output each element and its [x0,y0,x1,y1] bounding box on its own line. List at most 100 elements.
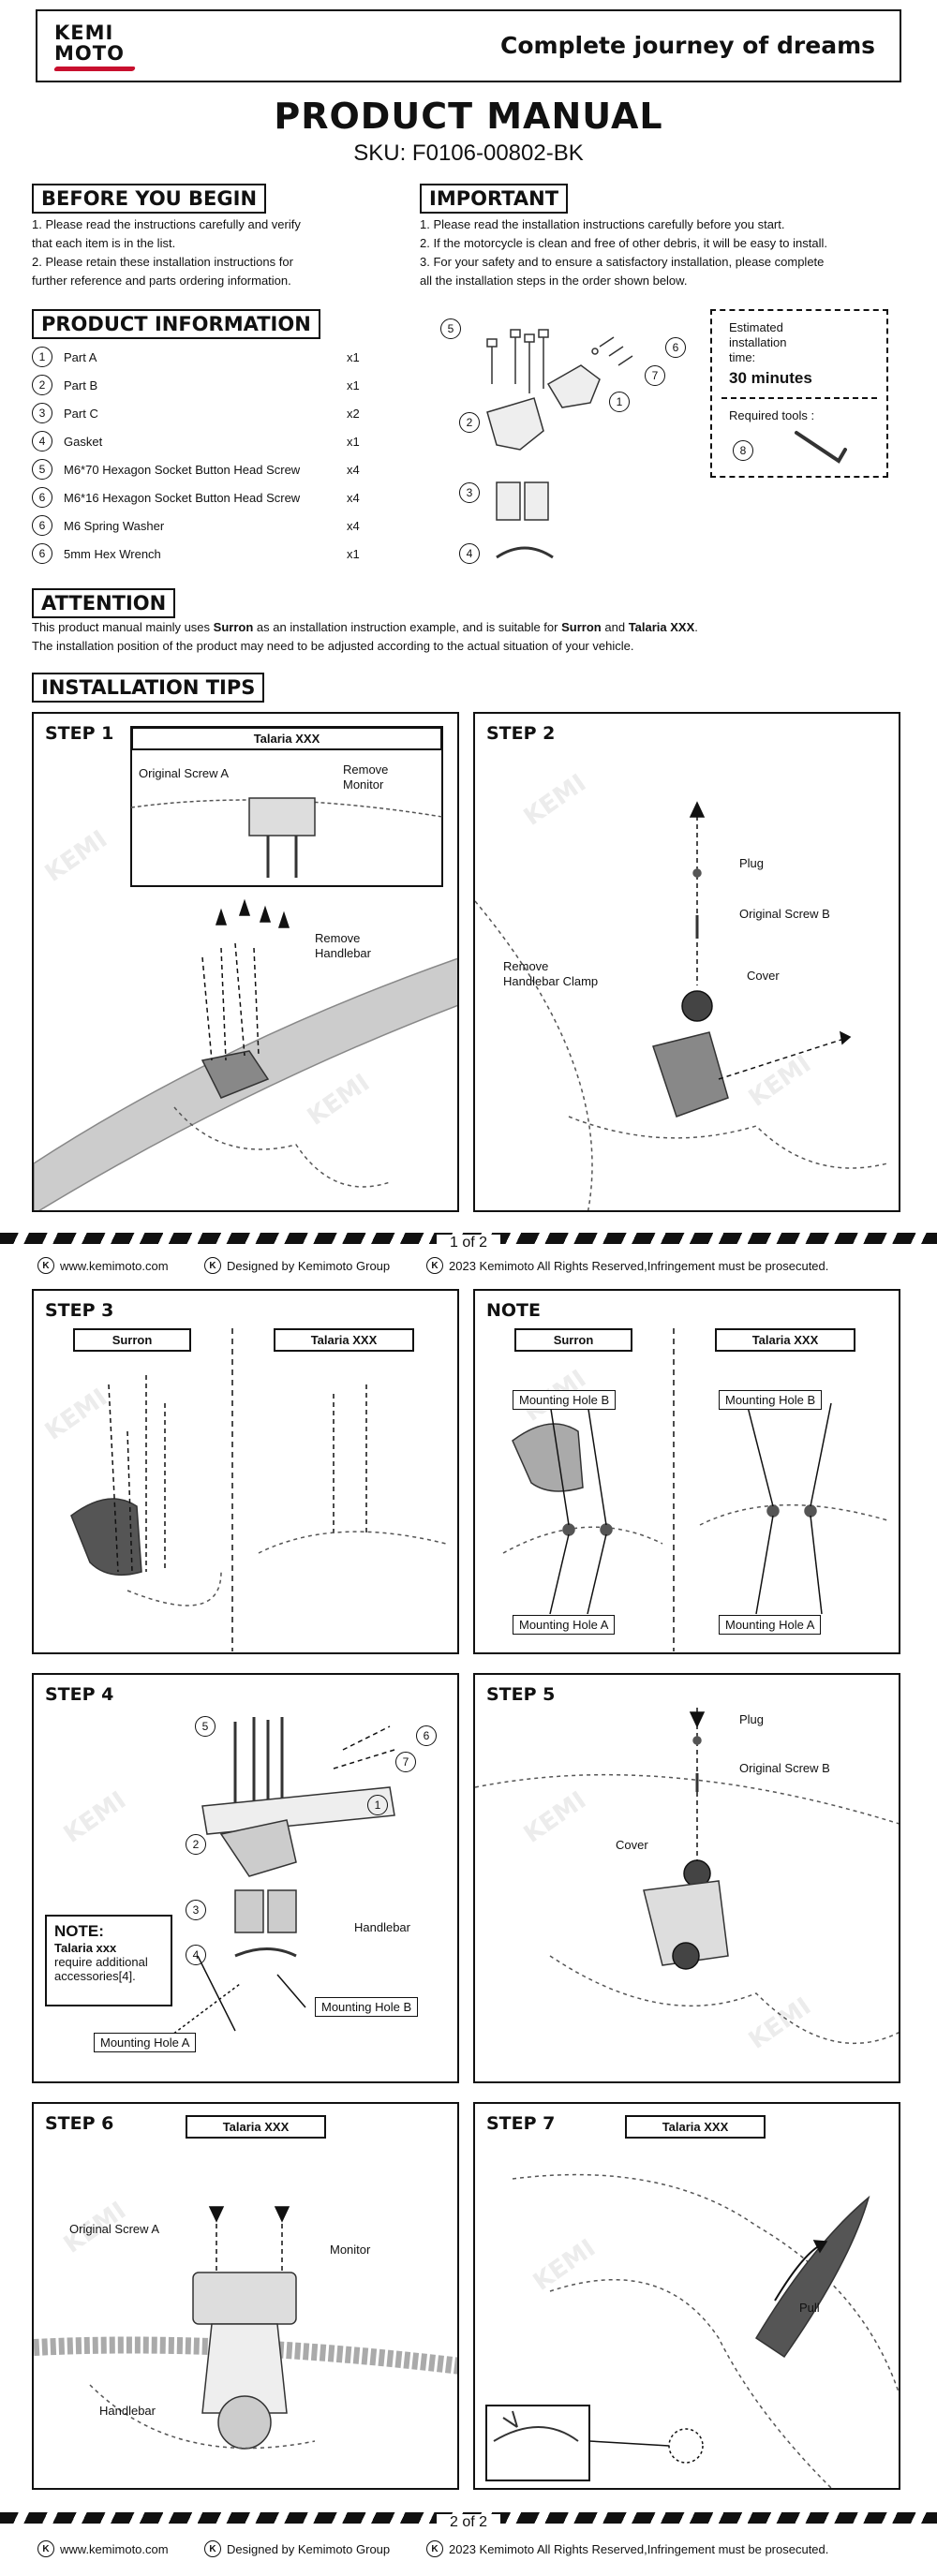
part-number: 1 [32,347,52,367]
before-line: that each item is in the list. [32,236,176,250]
before-line: 2. Please retain these installation inst… [32,255,293,269]
part-name: Part B [64,378,98,392]
parts-exploded-diagram: 5 6 7 1 2 3 4 [431,309,703,581]
footer-web-text: www.kemimoto.com [60,2541,169,2556]
kemimoto-k-icon: K [204,1257,221,1274]
page-number-1-wrap: 1 of 2 [0,1235,937,1251]
label-line: Handlebar Clamp [503,974,599,988]
step-4-note-box: NOTE: Talaria xxx require additional acc… [45,1915,172,2006]
step-6-tag: Talaria XXX [186,2115,326,2139]
part-number: 6 [32,515,52,536]
footer-designed: K Designed by Kemimoto Group [204,1257,390,1274]
estimate-line: time: [729,350,756,364]
list-item: 3 Part C x2 [32,399,369,427]
part-qty: x4 [347,462,360,477]
small-screws-illustration [591,336,633,366]
callout-5: 5 [440,318,461,339]
svg-text:KEMI: KEMI [59,1786,131,1849]
note-title: NOTE [486,1300,541,1321]
step-3-tag-talaria: Talaria XXX [274,1328,414,1352]
step-4-callout-5: 5 [195,1716,216,1737]
step-4-callout-6: 6 [416,1725,437,1746]
step-7-panel: KEMI STEP 7 Talaria XXX Pull [473,2102,900,2490]
attention-part: and [604,620,626,634]
svg-text:KEMI: KEMI [303,1069,375,1132]
step-4-hole-b: Mounting Hole B [315,1997,419,2017]
before-line: further reference and parts ordering inf… [32,274,291,288]
step-5-panel: KEMI KEMI STEP 5 Plug Original Screw B C… [473,1673,900,2083]
step-7-tag: Talaria XXX [625,2115,766,2139]
step-2-screw-label: Original Screw B [739,907,830,921]
part-name: M6 Spring Washer [64,518,165,533]
step-4-hole-a: Mounting Hole A [94,2033,197,2052]
attention-line-2: The installation position of the product… [32,639,634,653]
callout-4: 4 [459,543,480,564]
before-text: 1. Please read the instructions carefull… [32,215,301,290]
estimate-label: Estimated installation time: [729,320,786,365]
attention-bold: Surron [213,620,254,634]
part-qty: x1 [347,434,360,449]
part-number: 3 [32,403,52,423]
step-1-screw-label: Original Screw A [139,766,230,780]
label-line: Remove [503,959,549,973]
part-qty: x1 [347,349,360,364]
callout-3: 3 [459,482,480,503]
note-surron-hole-b: Mounting Hole B [513,1390,617,1410]
step-2-title: STEP 2 [486,723,556,744]
attention-text: This product manual mainly uses Surron a… [32,618,913,656]
part-qty: x2 [347,406,360,421]
kemimoto-k-icon: K [37,1257,54,1274]
callout-1: 1 [609,392,630,412]
svg-text:KEMI: KEMI [40,1384,112,1446]
attention-part: . [694,620,698,634]
step-6-illustration: KEMI [34,2197,457,2450]
step-6-screw-label: Original Screw A [69,2222,160,2236]
footer-web-text: www.kemimoto.com [60,1258,169,1273]
attention-line-1: This product manual mainly uses Surron a… [32,618,913,637]
important-text: 1. Please read the installation instruct… [420,215,827,290]
part-qty: x4 [347,518,360,533]
attention-bold: Surron [561,620,602,634]
step-4-callout-3: 3 [186,1900,206,1920]
note-talaria-hole-b: Mounting Hole B [719,1390,823,1410]
footer-designed: K Designed by Kemimoto Group [204,2540,390,2557]
important-line: 2. If the motorcycle is clean and free o… [420,236,827,250]
part-name: M6*70 Hexagon Socket Button Head Screw [64,462,301,477]
callout-6: 6 [665,337,686,358]
step-4-illustration: KEMI [59,1717,395,2041]
step-4-callout-2: 2 [186,1834,206,1855]
step-2-plug-label: Plug [739,856,765,870]
list-item: 6 M6 Spring Washer x4 [32,511,369,540]
part-name: 5mm Hex Wrench [64,546,161,561]
part-number: 2 [32,375,52,395]
attention-heading: ATTENTION [32,588,176,618]
step-4-note-bold: Talaria xxx [54,1941,117,1955]
part-name: Part C [64,406,98,421]
step-1-panel: KEMI KEMI STEP 1 Talaria XXX Original Sc… [32,712,459,1212]
important-heading: IMPORTANT [420,184,569,214]
svg-text:KEMI: KEMI [519,1786,591,1849]
kemimoto-k-icon: K [204,2540,221,2557]
footer-designed-text: Designed by Kemimoto Group [227,1258,391,1273]
page-number-2-wrap: 2 of 2 [0,2514,937,2531]
part-name: M6*16 Hexagon Socket Button Head Screw [64,490,301,505]
kemimoto-k-icon: K [37,2540,54,2557]
estimate-box: Estimated installation time: 30 minutes … [710,309,888,478]
footer-designed-text: Designed by Kemimoto Group [227,2541,391,2556]
step-7-pull-label: Pull [799,2301,820,2315]
step-3-illustration: KEMI [40,1328,447,1651]
step-5-illustration: KEMI KEMI [475,1708,899,2055]
kemimoto-logo: KEMI MOTO [53,22,136,71]
attention-part: This product manual mainly uses [32,620,211,634]
important-line: 1. Please read the installation instruct… [420,217,785,231]
step-5-screw-label: Original Screw B [739,1761,830,1775]
